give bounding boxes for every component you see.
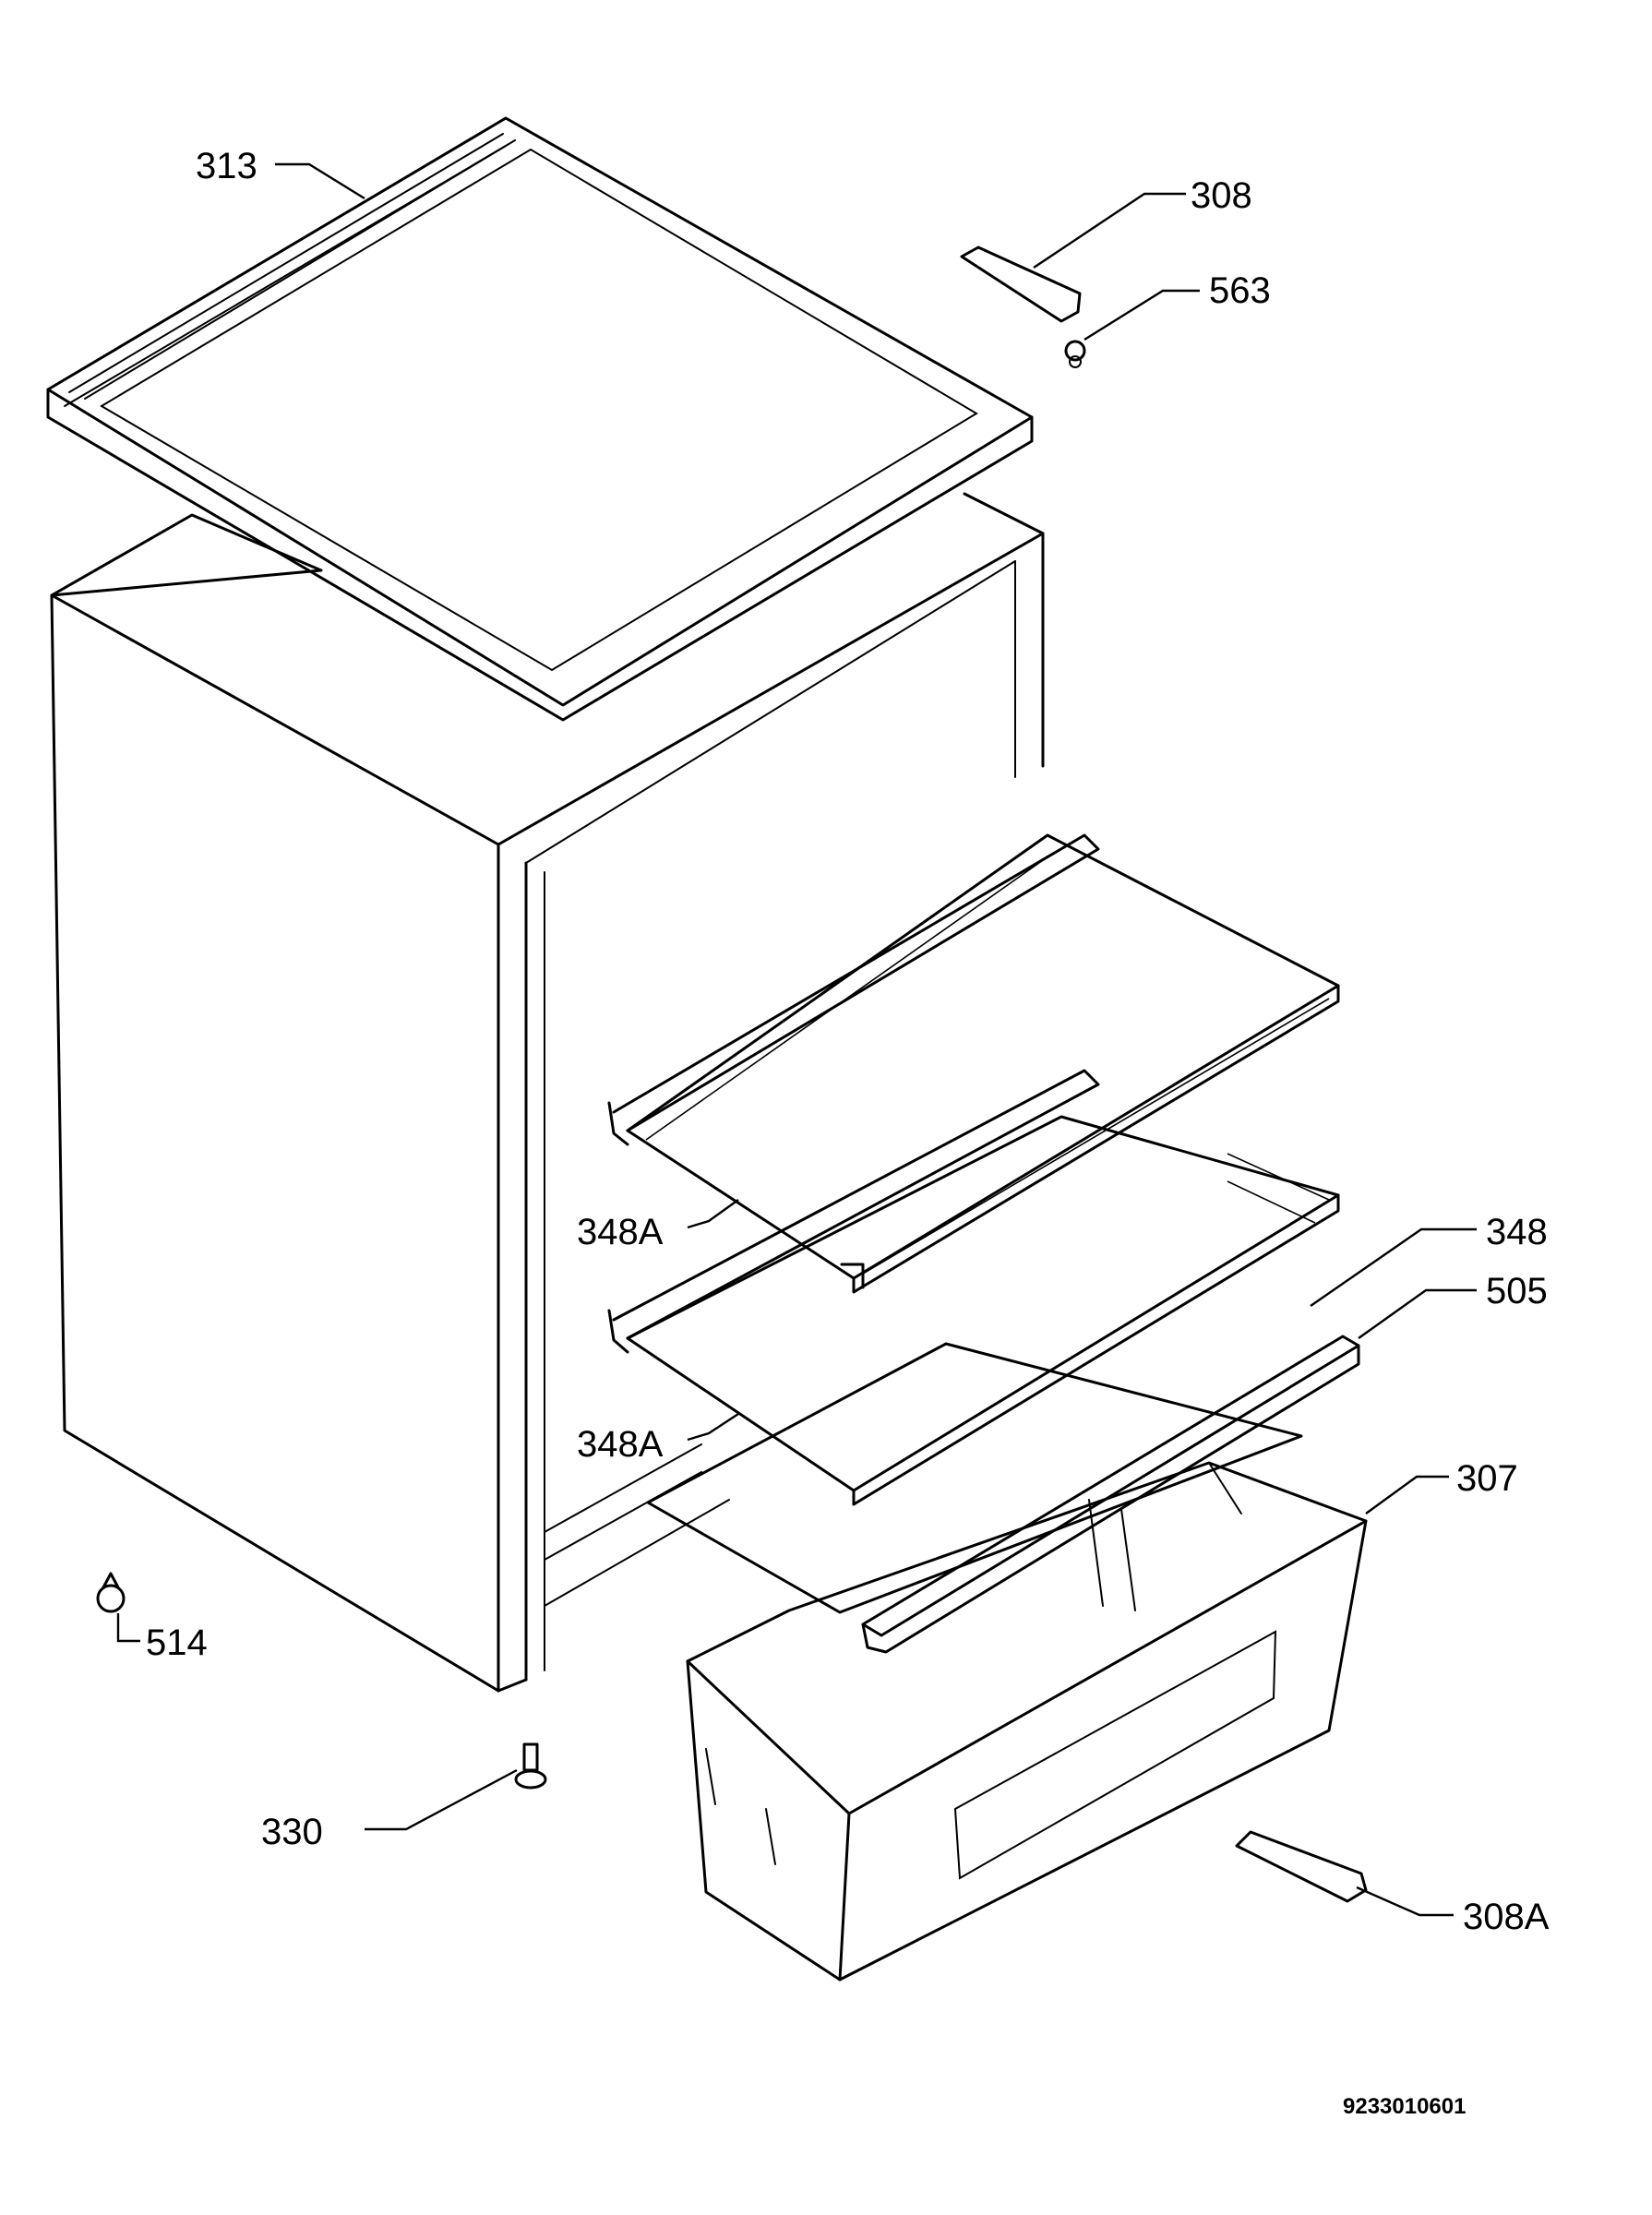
label-308: 308: [1191, 175, 1252, 216]
label-313: 313: [196, 146, 257, 186]
label-505: 505: [1486, 1271, 1548, 1311]
label-348: 348: [1486, 1212, 1548, 1252]
label-348a-lower: 348A: [577, 1424, 664, 1465]
leveling-foot-front: [514, 1742, 547, 1790]
document-number: 9233010601: [1343, 2094, 1466, 2119]
label-307: 307: [1456, 1458, 1518, 1499]
label-308a: 308A: [1463, 1897, 1550, 1937]
leader-lines: [116, 162, 1477, 1917]
crisper-drawer: [686, 1461, 1368, 1982]
upper-shelf: [607, 833, 1340, 1294]
leveling-foot-left: [96, 1572, 126, 1613]
label-348a-upper: 348A: [577, 1212, 664, 1252]
shelf-trim-strip: [861, 1335, 1360, 1654]
lower-glass-shelf: [646, 1342, 1303, 1614]
cabinet-body: [50, 492, 1045, 1693]
top-cover: [46, 116, 1034, 722]
hinge-pin: [1064, 340, 1086, 368]
label-514: 514: [146, 1622, 208, 1663]
label-563: 563: [1209, 270, 1271, 311]
upper-hinge-bracket: [960, 245, 1082, 323]
lower-hinge-bracket: [1235, 1830, 1368, 1903]
middle-shelf: [607, 1069, 1340, 1506]
label-330: 330: [261, 1812, 323, 1852]
